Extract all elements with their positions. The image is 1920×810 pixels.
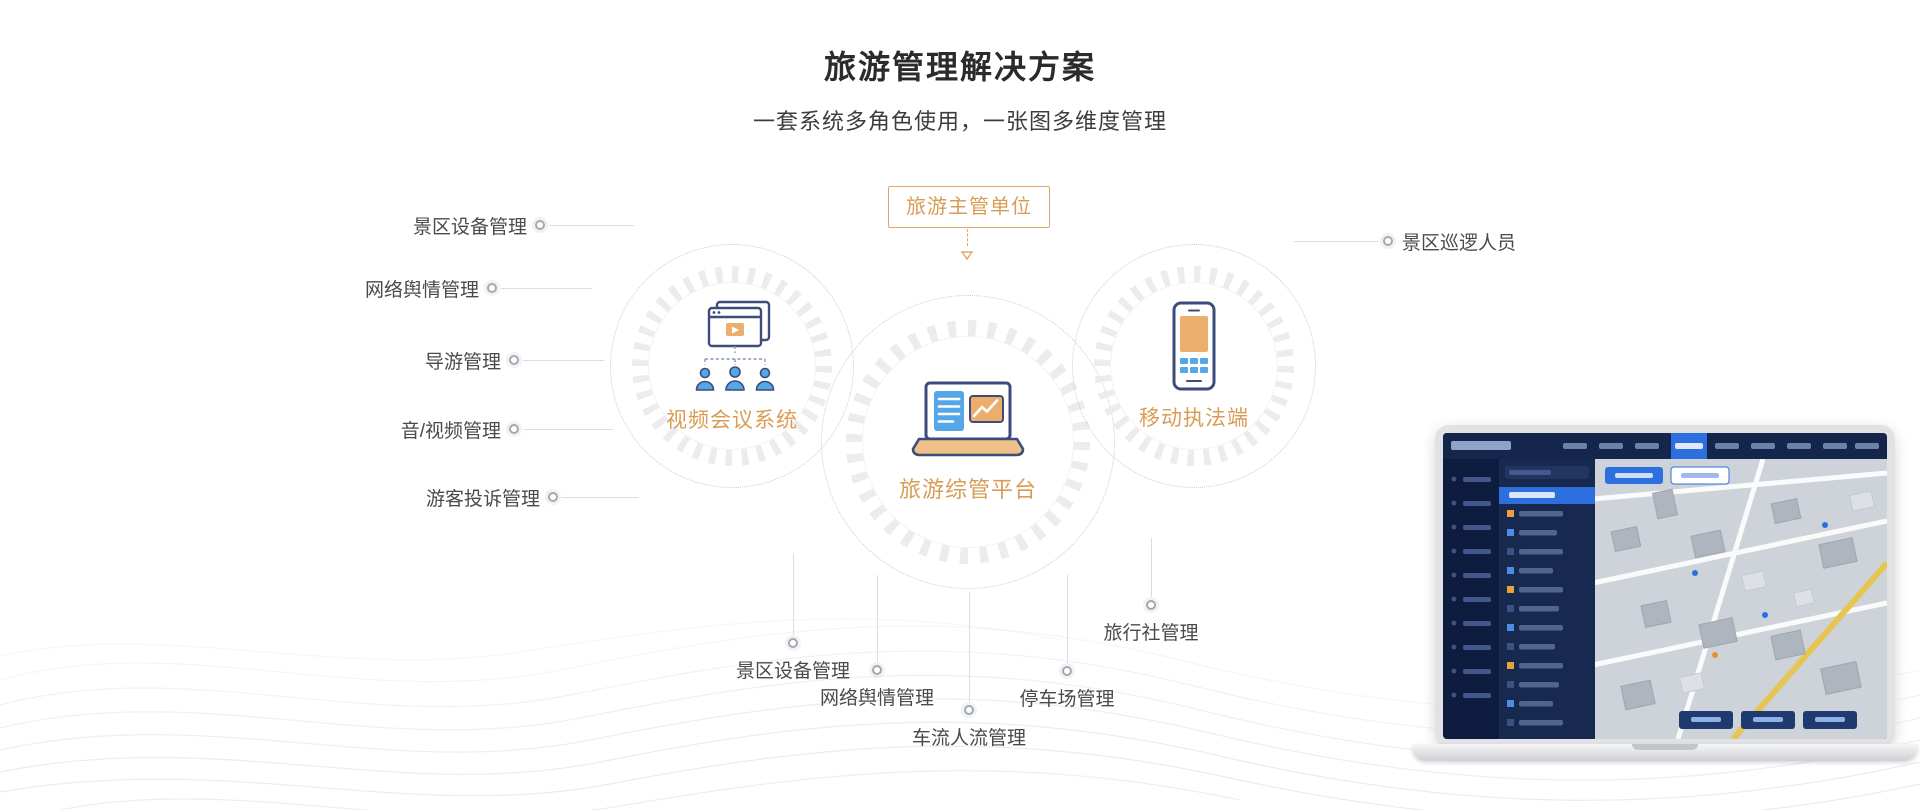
- connector-line: [549, 225, 634, 226]
- connector-dot: [1146, 600, 1156, 610]
- dotted-ring: [1072, 244, 1316, 488]
- authority-dashed-connector: [967, 229, 968, 246]
- connector-line: [1151, 538, 1152, 597]
- page-subtitle: 一套系统多角色使用，一张图多维度管理: [752, 109, 1167, 134]
- connector-dot: [509, 424, 519, 434]
- connector-line: [1294, 241, 1379, 242]
- connector-dot: [509, 355, 519, 365]
- left-label-public-opinion: 网络舆情管理: [364, 280, 479, 301]
- connector-line: [562, 497, 639, 498]
- connector-dot: [1383, 236, 1393, 246]
- connector-line: [523, 429, 613, 430]
- laptop-screen-ui: [1443, 433, 1887, 739]
- connector-dot: [964, 705, 974, 715]
- laptop-mockup: [1435, 425, 1895, 747]
- connector-line: [1067, 575, 1068, 663]
- node-label-mobile-enforcement: 移动执法端: [1139, 407, 1249, 430]
- left-label-complaint: 游客投诉管理: [425, 489, 540, 510]
- video-conference-icon: [695, 300, 775, 391]
- node-label-integrated-platform: 旅游综管平台: [898, 477, 1037, 502]
- bottom-label-scenic-equipment: 景区设备管理: [735, 661, 850, 682]
- bottom-label-traffic-flow: 车流人流管理: [911, 728, 1026, 749]
- page-title: 旅游管理解决方案: [823, 49, 1096, 85]
- node-label-video-conference: 视频会议系统: [666, 409, 798, 432]
- smartphone-icon: [1172, 301, 1216, 391]
- connector-dot: [487, 283, 497, 293]
- right-label-patrol-staff: 景区巡逻人员: [1402, 233, 1517, 254]
- connector-line: [969, 592, 970, 702]
- left-label-tour-guide: 导游管理: [424, 352, 501, 373]
- laptop-base: [1412, 744, 1918, 761]
- connector-line: [523, 360, 604, 361]
- bottom-label-public-opinion: 网络舆情管理: [819, 688, 934, 709]
- left-label-scenic-equipment: 景区设备管理: [412, 217, 527, 238]
- connector-dot: [535, 220, 545, 230]
- connector-line: [877, 575, 878, 662]
- laptop-dashboard-icon: [911, 381, 1025, 457]
- bottom-label-travel-agency: 旅行社管理: [1103, 623, 1199, 644]
- authority-box: 旅游主管单位: [888, 186, 1050, 228]
- connector-line: [793, 553, 794, 635]
- bottom-label-parking: 停车场管理: [1019, 689, 1115, 710]
- left-label-audio-video: 音/视频管理: [400, 421, 501, 442]
- connector-line: [501, 288, 592, 289]
- connector-dot: [548, 492, 558, 502]
- connector-dot: [872, 665, 882, 675]
- connector-dot: [1062, 666, 1072, 676]
- connector-dot: [788, 638, 798, 648]
- arrow-down-icon: [960, 248, 974, 266]
